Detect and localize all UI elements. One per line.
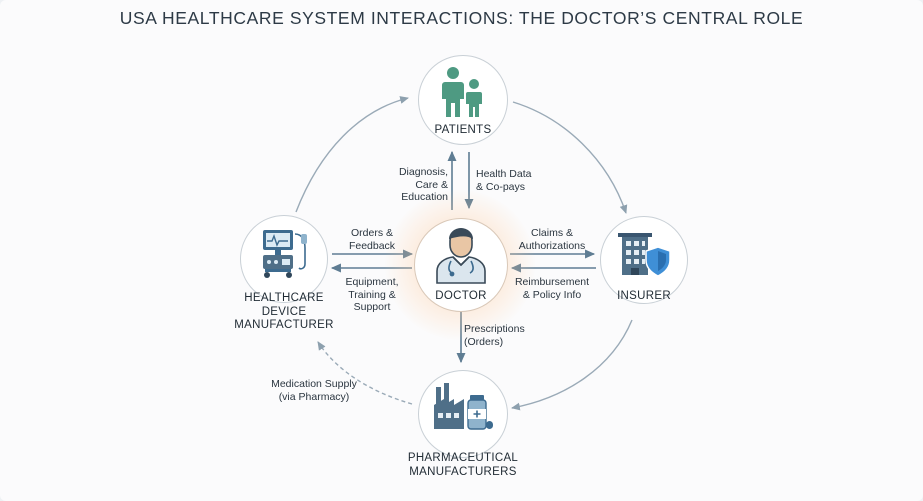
insurer-label: INSURER xyxy=(617,290,671,302)
flow-patients-to-doctor: Health Data & Co-pays xyxy=(476,168,531,193)
flow-text-line: Diagnosis, xyxy=(398,166,448,178)
device-label-line-2: DEVICE xyxy=(261,305,307,318)
pharma-label-line-2: MANUFACTURERS xyxy=(409,465,517,478)
doctor-icon xyxy=(436,228,486,284)
flow-device-to-doctor: Equipment, Training & Support xyxy=(336,276,408,314)
flow-doctor-to-insurer: Claims & Authorizations xyxy=(506,227,598,252)
flow-insurer-to-doctor: Reimbursement & Policy Info xyxy=(504,276,600,301)
flow-text-line: Health Data xyxy=(476,168,532,180)
flow-text-line: Orders & xyxy=(350,227,393,239)
patients-node[interactable] xyxy=(418,55,508,145)
building-shield-icon xyxy=(618,233,671,277)
flow-text-line: Feedback xyxy=(348,239,396,252)
device-label-line-1: HEALTHCARE xyxy=(244,292,324,304)
insurer-node[interactable] xyxy=(600,216,688,304)
medical-monitor-icon xyxy=(263,230,307,278)
flow-text-line: Claims & xyxy=(530,227,573,239)
flow-text-line: Authorizations xyxy=(518,239,586,252)
flow-pharma-to-device: Medication Supply (via Pharmacy) xyxy=(256,378,372,403)
family-icon xyxy=(442,67,482,117)
flow-doctor-to-pharma: Prescriptions (Orders) xyxy=(464,323,525,348)
arc-insurer-to-pharma xyxy=(511,319,633,411)
flow-text-line: Medication Supply xyxy=(271,378,357,390)
doctor-node[interactable] xyxy=(414,218,508,312)
flow-text-line: Equipment, xyxy=(345,276,399,288)
factory-medicine-icon xyxy=(434,383,493,430)
flow-text-line: Education xyxy=(401,191,448,203)
device-label: HEALTHCARE DEVICE MANUFACTURER xyxy=(226,292,342,333)
flow-text-line: Support xyxy=(353,301,391,313)
flow-text-line: Reimbursement xyxy=(514,276,590,288)
device-label-line-3: MANUFACTURER xyxy=(234,319,334,331)
pharma-label-line-1: PHARMACEUTICAL xyxy=(407,452,519,464)
flow-text-line: (Orders) xyxy=(464,335,504,348)
flow-doctor-to-patients: Diagnosis, Care & Education xyxy=(384,166,448,204)
patients-label: PATIENTS xyxy=(434,124,492,136)
flow-doctor-to-device: Orders & Feedback xyxy=(338,227,406,252)
flow-text-line: Prescriptions xyxy=(464,323,525,335)
arc-device-to-patients xyxy=(295,96,409,213)
pharma-node[interactable] xyxy=(418,370,508,458)
flow-text-line: & Co-pays xyxy=(476,180,526,193)
diagram-title: USA HEALTHCARE SYSTEM INTERACTIONS: THE … xyxy=(119,8,804,28)
pharma-label: PHARMACEUTICAL MANUFACTURERS xyxy=(388,452,538,479)
flow-text-line: (via Pharmacy) xyxy=(278,390,350,403)
flow-text-line: & Policy Info xyxy=(522,288,582,301)
doctor-label: DOCTOR xyxy=(435,290,487,302)
device-node[interactable] xyxy=(240,215,328,303)
arc-patients-to-insurer xyxy=(512,101,628,214)
flow-text-line: Training & xyxy=(348,288,396,301)
flow-text-line: Care & xyxy=(415,178,448,191)
